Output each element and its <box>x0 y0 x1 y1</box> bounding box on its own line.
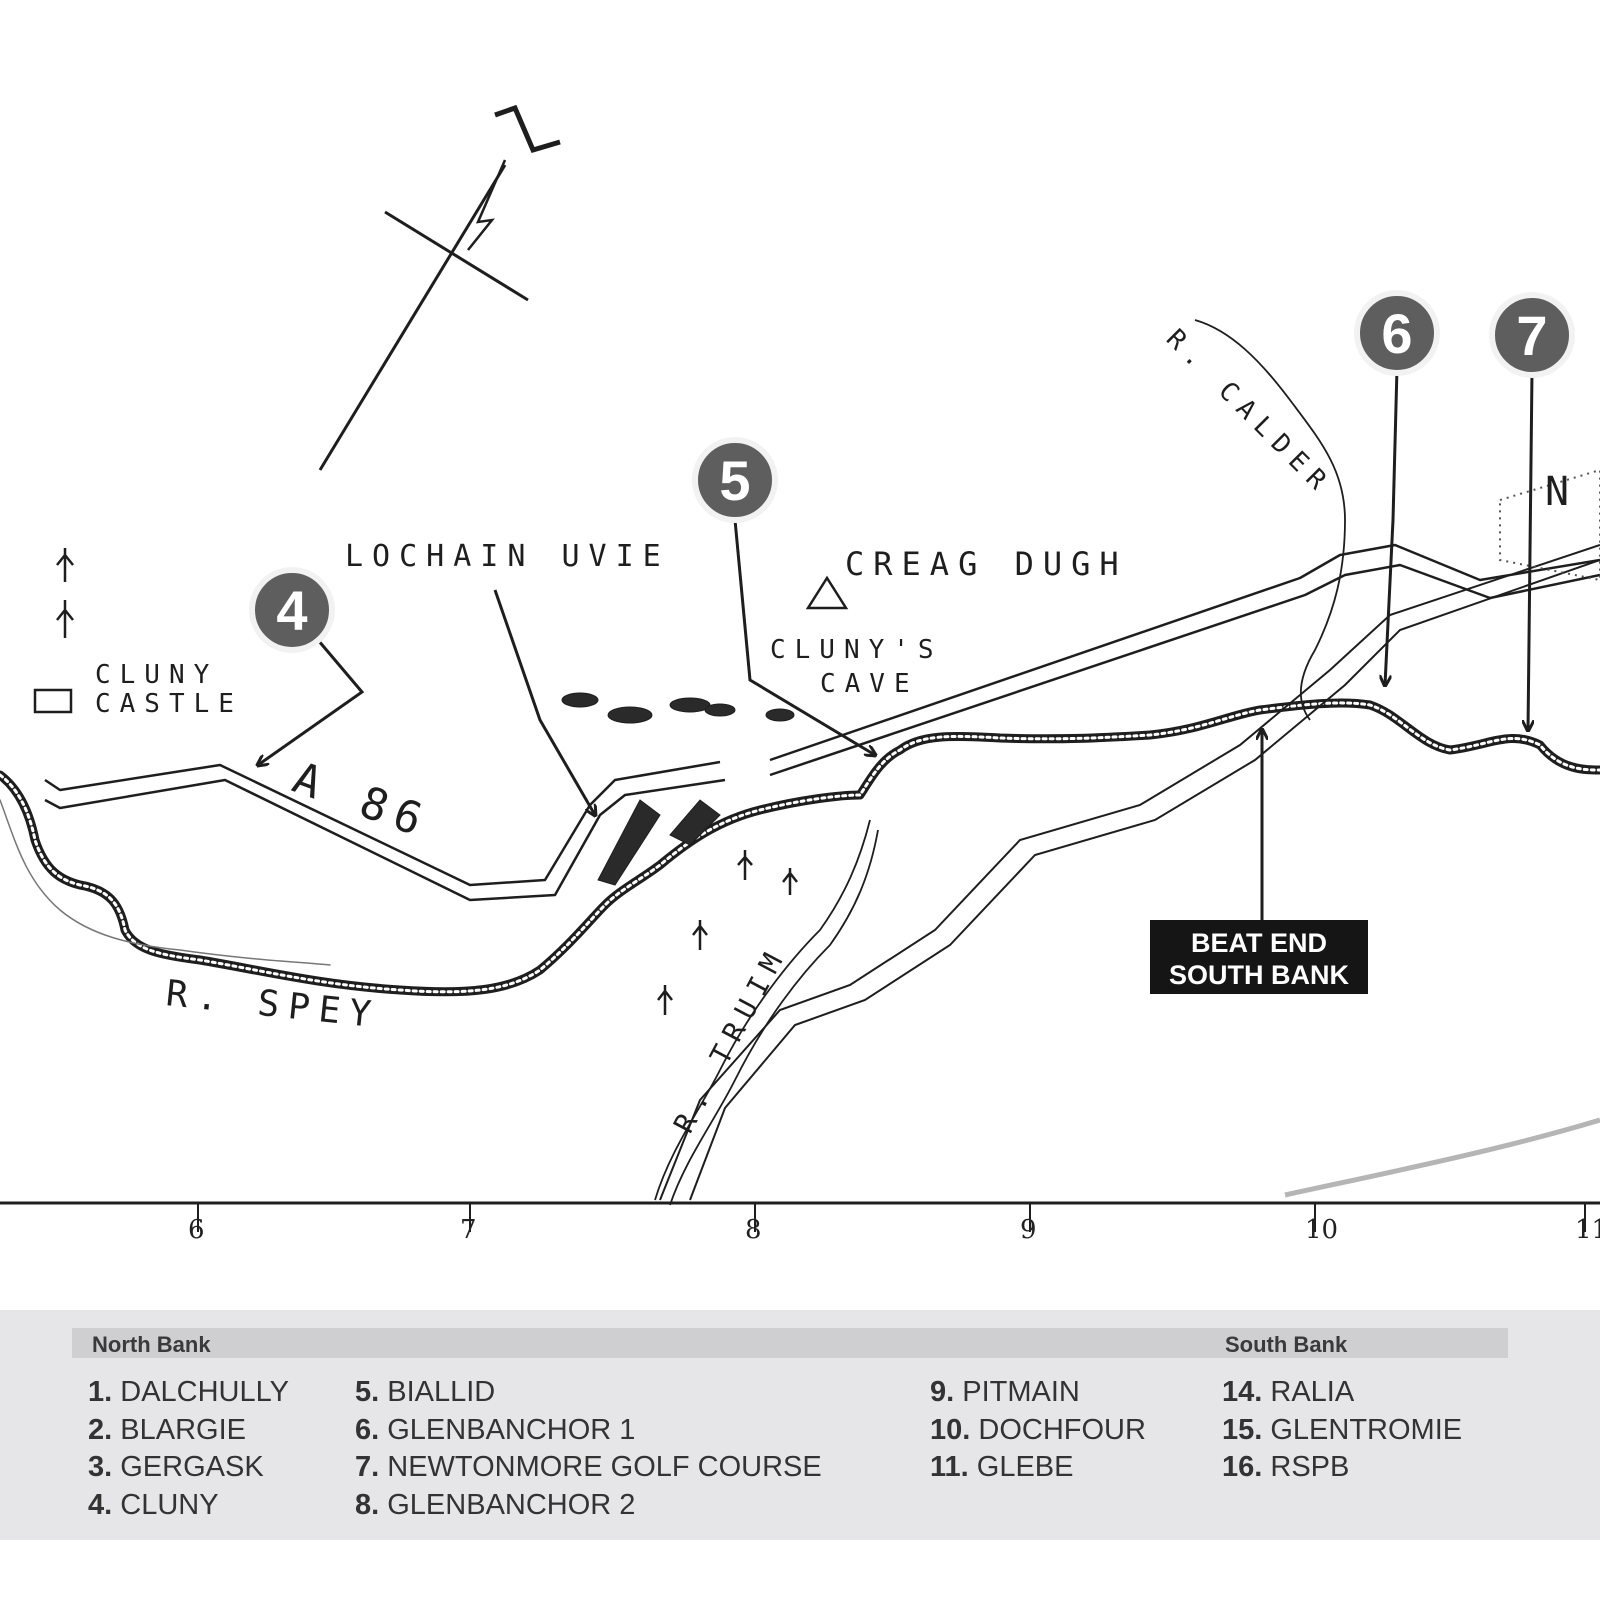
svg-text:7: 7 <box>1516 304 1547 367</box>
town-area <box>1499 468 1600 582</box>
legend-beat-item: 6. GLENBANCHOR 1 <box>355 1412 822 1450</box>
svg-text:5: 5 <box>719 449 750 512</box>
legend-beat-number: 8. <box>355 1488 388 1521</box>
scale-tick-label: 6 <box>188 1215 205 1245</box>
legend-beat-name: DOCHFOUR <box>978 1413 1146 1446</box>
beat-marker-6[interactable]: 6 <box>1354 290 1440 376</box>
legend-beat-name: GLENBANCHOR 2 <box>387 1488 636 1521</box>
legend-beat-number: 3. <box>88 1451 121 1483</box>
legend-beat-item: 7. NEWTONMORE GOLF COURSE <box>355 1449 822 1487</box>
tree-icons <box>56 548 798 1015</box>
label-cluny-castle: CLUNY <box>95 660 218 690</box>
legend-beat-item: 15. GLENTROMIE <box>1222 1412 1462 1450</box>
legend-header-bar <box>72 1328 1508 1358</box>
legend-beat-name: RALIA <box>1270 1376 1355 1408</box>
svg-text:4: 4 <box>276 579 307 642</box>
legend-beat-number: 1. <box>88 1376 121 1408</box>
label-partial: N <box>1545 469 1578 515</box>
legend-beat-name: NEWTONMORE GOLF COURSE <box>387 1451 822 1483</box>
scale-tick-label: 11 <box>1575 1215 1600 1245</box>
beat-end-south-bank-label: BEAT END SOUTH BANK <box>1150 920 1368 994</box>
legend-beat-number: 6. <box>355 1413 388 1446</box>
legend-heading-north-bank: North Bank <box>92 1332 211 1357</box>
legend-beat-name: DALCHULLY <box>120 1376 289 1408</box>
boundary-line <box>1284 1117 1600 1198</box>
legend-beat-number: 2. <box>88 1413 121 1446</box>
legend-heading-south-bank: South Bank <box>1225 1332 1348 1357</box>
legend-beat-item: 9. PITMAIN <box>930 1374 1146 1412</box>
scale-tick-label: 9 <box>1020 1215 1037 1245</box>
svg-text:6: 6 <box>1381 302 1412 365</box>
legend-beat-name: RSPB <box>1270 1451 1350 1483</box>
label-cluny-castle: CASTLE <box>95 689 243 719</box>
label-river-calder: R. CALDER <box>1160 324 1338 502</box>
marker-pointers <box>258 367 1532 920</box>
svg-text:BEAT END: BEAT END <box>1191 928 1327 958</box>
beat-marker-7[interactable]: 7 <box>1489 292 1575 378</box>
cluny-castle-icon <box>33 688 73 714</box>
legend-beat-name: BIALLID <box>387 1376 496 1408</box>
legend-beat-number: 14. <box>1222 1376 1271 1408</box>
legend-beat-item: 5. BIALLID <box>355 1374 822 1412</box>
legend-beat-item: 8. GLENBANCHOR 2 <box>355 1487 822 1525</box>
legend-beat-number: 11. <box>930 1451 977 1483</box>
legend-beat-item: 11. GLEBE <box>930 1449 1146 1487</box>
legend-beat-number: 5. <box>355 1376 388 1408</box>
label-lochain-uvie: LOCHAIN UVIE <box>345 539 670 574</box>
label-road-a86: A 86 <box>286 752 437 848</box>
legend-beat-number: 15. <box>1222 1413 1271 1446</box>
legend-beat-name: GLENBANCHOR 1 <box>387 1413 636 1446</box>
legend-beat-name: GLEBE <box>976 1451 1074 1483</box>
legend-beat-item: 1. DALCHULLY <box>88 1374 289 1412</box>
legend-beat-name: BLARGIE <box>120 1413 246 1446</box>
beat-marker-4[interactable]: 4 <box>249 567 335 653</box>
scale-bar: 6 7 8 9 10 11 <box>0 1201 1600 1245</box>
river-truim <box>654 819 879 1206</box>
legend-beat-item: 14. RALIA <box>1222 1374 1462 1412</box>
svg-text:SOUTH BANK: SOUTH BANK <box>1169 960 1349 990</box>
legend-beat-number: 16. <box>1222 1451 1271 1483</box>
legend-beat-item: 4. CLUNY <box>88 1487 289 1525</box>
river-calder <box>1194 319 1346 721</box>
railway <box>659 544 1600 1201</box>
label-clunys-cave: CLUNY'S <box>770 635 943 665</box>
north-arrow-icon <box>318 104 561 471</box>
beat-map: LOCHAIN UVIE CREAG DUGH CLUNY CASTLE CLU… <box>0 104 1600 1245</box>
legend-beat-number: 4. <box>88 1488 121 1521</box>
summit-triangle-icon <box>805 575 849 610</box>
legend-beat-item: 16. RSPB <box>1222 1449 1462 1487</box>
legend-beat-number: 7. <box>355 1451 388 1483</box>
road-a86 <box>44 543 1600 902</box>
scale-tick-label: 10 <box>1305 1215 1338 1245</box>
beat-marker-5[interactable]: 5 <box>692 437 778 523</box>
legend-beat-item: 10. DOCHFOUR <box>930 1412 1146 1450</box>
legend-beat-number: 9. <box>930 1376 963 1408</box>
label-clunys-cave: CAVE <box>820 669 919 699</box>
legend-beat-name: PITMAIN <box>962 1376 1080 1408</box>
legend-beat-item: 2. BLARGIE <box>88 1412 289 1450</box>
legend-beat-name: CLUNY <box>120 1488 219 1521</box>
legend-beat-number: 10. <box>930 1413 979 1446</box>
river-spey <box>0 698 1600 997</box>
label-river-truim: R. TRUIM <box>667 940 793 1138</box>
woodland <box>561 692 795 886</box>
legend-beat-name: GLENTROMIE <box>1270 1413 1463 1446</box>
legend-beat-name: GERGASK <box>120 1451 264 1483</box>
legend-beat-item: 3. GERGASK <box>88 1449 289 1487</box>
label-creag-dugh: CREAG DUGH <box>845 545 1128 583</box>
scale-tick-label: 8 <box>745 1215 762 1245</box>
scale-tick-label: 7 <box>460 1215 477 1245</box>
